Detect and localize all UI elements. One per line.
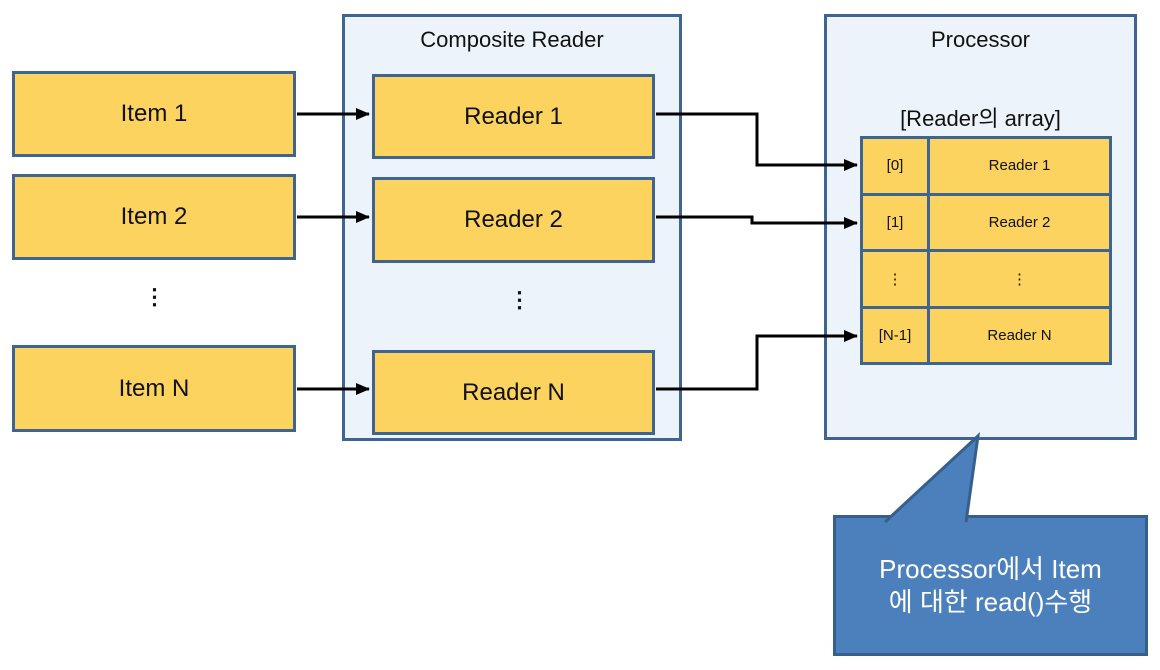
reader-array-label: [Reader의 array] bbox=[900, 106, 1061, 131]
readers-ellipsis: ⋮ bbox=[508, 287, 532, 312]
composite-reader-title: Composite Reader bbox=[420, 27, 604, 52]
callout-bubble: Processor에서 Item 에 대한 read()수행 bbox=[833, 515, 1148, 656]
table-row-0-value: Reader 1 bbox=[930, 139, 1109, 193]
reader-box-1: Reader 1 bbox=[372, 74, 655, 159]
item-box-1: Item 1 bbox=[12, 71, 296, 157]
table-row-2-index: ⋮ bbox=[863, 252, 927, 306]
item-box-2-label: Item 2 bbox=[120, 203, 188, 230]
items-ellipsis: ⋮ bbox=[143, 284, 167, 309]
callout-tail bbox=[883, 432, 981, 524]
table-row-1-value: Reader 2 bbox=[930, 195, 1109, 249]
table-row-3-index: [N-1] bbox=[863, 308, 927, 362]
item-box-n-label: Item N bbox=[118, 374, 190, 402]
item-box-1-label: Item 1 bbox=[120, 100, 188, 127]
reader-box-1-label: Reader 1 bbox=[464, 102, 563, 130]
table-row-3-value: Reader N bbox=[930, 308, 1109, 362]
callout-line-2: 에 대한 read()수행 bbox=[888, 586, 1093, 617]
reader-box-2: Reader 2 bbox=[372, 177, 655, 263]
reader-box-n: Reader N bbox=[372, 350, 655, 435]
item-box-n: Item N bbox=[12, 345, 296, 432]
reader-box-n-label: Reader N bbox=[462, 378, 565, 406]
callout-line-1: Processor에서 Item bbox=[879, 554, 1102, 584]
reader-array-table: [0] Reader 1 [1] Reader 2 ⋮ ⋮ [N-1] Read… bbox=[860, 136, 1112, 365]
composite-reader-container: Composite Reader Reader 1 Reader 2 ⋮ Rea… bbox=[342, 14, 682, 441]
table-row-0-index: [0] bbox=[863, 139, 927, 193]
processor-title: Processor bbox=[930, 27, 1031, 52]
table-row-1-index: [1] bbox=[863, 195, 927, 249]
table-row-2-value: ⋮ bbox=[930, 252, 1109, 306]
item-box-2: Item 2 bbox=[12, 174, 296, 260]
processor-container: Processor [Reader의 array] [0] Reader 1 [… bbox=[824, 14, 1137, 440]
reader-box-2-label: Reader 2 bbox=[464, 206, 563, 233]
